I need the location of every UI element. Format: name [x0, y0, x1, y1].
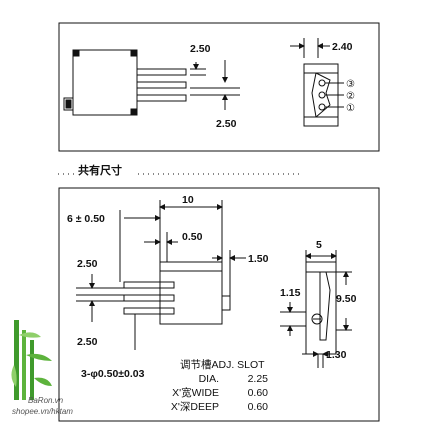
bamboo-stalk-1	[14, 320, 19, 400]
label-adj-height: 1.15	[280, 287, 301, 299]
bottom-component-body	[159, 270, 223, 325]
watermark-line-1: BaRon.vn	[28, 396, 64, 405]
label-body-gap: 1.50	[248, 253, 269, 265]
bottom-pin-1	[123, 281, 175, 289]
label-overall-width: 10	[182, 194, 194, 206]
bottom-side-cap	[305, 261, 337, 273]
slot-row-depth-label: X'深DEEP	[171, 401, 219, 413]
top-pin-2	[136, 81, 187, 89]
bottom-pin-3	[123, 307, 175, 315]
bottom-pin-2	[123, 294, 175, 302]
label-pin-2: ②	[346, 91, 355, 102]
side-view-cap	[303, 63, 339, 74]
divider-label: 共有尺寸	[78, 163, 122, 177]
label-offset: 6 ± 0.50	[67, 213, 105, 225]
bamboo-leaf-2	[26, 353, 52, 361]
bamboo-stalk-3	[30, 340, 34, 400]
bamboo-watermark-graphic	[11, 320, 52, 400]
bottom-component-top	[159, 261, 223, 272]
slot-table: 调节槽ADJ. SLOT DIA. 2.25 X'宽WIDE 0.60 X'深D…	[171, 359, 268, 413]
label-pin-pitch: 2.50	[190, 43, 211, 55]
pin-hole-1	[318, 103, 326, 111]
top-pin-1	[136, 68, 187, 76]
bottom-adjust-screw	[221, 295, 231, 311]
bottom-panel-frame	[58, 187, 380, 422]
side-view-profile	[311, 72, 317, 118]
bamboo-leaf-3	[11, 365, 17, 387]
label-pitch-lower: 2.50	[77, 336, 98, 348]
bottom-panel	[58, 187, 380, 422]
slot-table-header: 调节槽ADJ. SLOT	[180, 359, 265, 371]
slot-row-width-label: X'宽WIDE	[172, 386, 219, 399]
adjust-screw-circle	[311, 313, 323, 325]
side-view-profile-2	[315, 72, 331, 118]
bamboo-leaf-1	[19, 332, 41, 338]
label-pin-1: ①	[346, 103, 355, 114]
adjust-screw-slot	[65, 99, 72, 109]
label-pin-3: ③	[346, 79, 355, 90]
watermark-line-2: shopee.vn/hktam	[12, 407, 73, 416]
top-pin-3	[136, 94, 187, 102]
side-view-base	[303, 116, 339, 127]
body-corner-br	[130, 108, 138, 116]
label-pin-dia: 3-φ0.50±0.03	[81, 368, 145, 380]
label-step: 0.50	[182, 231, 203, 243]
body-corner-tr	[130, 49, 138, 57]
slot-row-depth-value: 0.60	[248, 401, 269, 413]
pin-hole-2	[318, 91, 326, 99]
top-panel	[58, 22, 380, 152]
label-side-width: 2.40	[332, 41, 353, 53]
label-pin-span: 2.50	[216, 118, 237, 130]
bamboo-stalk-2	[22, 330, 26, 400]
body-corner-tl	[72, 49, 80, 57]
slot-row-dia-value: 2.25	[248, 373, 269, 385]
top-panel-frame	[58, 22, 380, 152]
slot-row-dia-label: DIA.	[199, 373, 219, 385]
pin-hole-3	[318, 79, 326, 87]
slot-row-width-value: 0.60	[248, 387, 269, 399]
adjust-screw-tab	[63, 97, 74, 111]
bottom-side-profile	[319, 271, 331, 341]
label-side-width-5: 5	[316, 239, 322, 251]
label-base: 1.30	[326, 349, 347, 361]
divider-label-bg	[76, 162, 136, 178]
label-pitch-upper: 2.50	[77, 258, 98, 270]
label-side-height: 9.50	[336, 293, 357, 305]
bamboo-leaf-4	[34, 377, 52, 386]
top-component-body	[72, 49, 138, 116]
